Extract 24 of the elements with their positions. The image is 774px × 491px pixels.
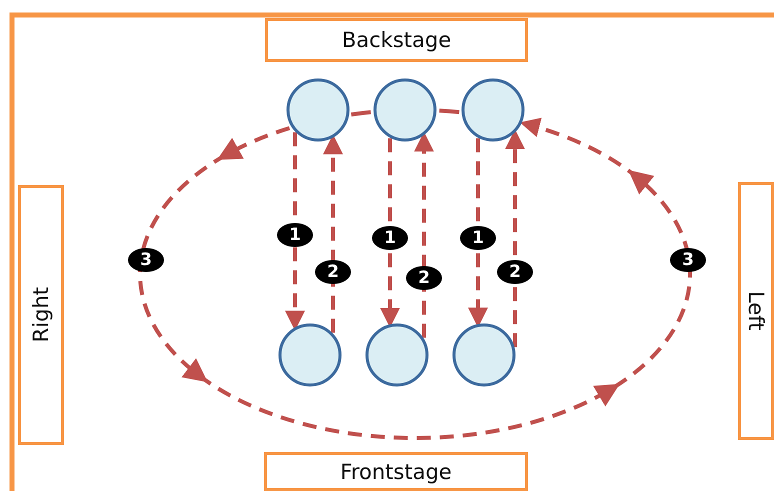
arrow [505, 129, 525, 348]
stage-area-box: Left [738, 182, 774, 440]
step-number-badge: 1 [372, 226, 408, 250]
arrow [414, 132, 434, 338]
seat-circle [278, 323, 342, 387]
step-number-badge: 2 [315, 260, 351, 284]
seat-circle [373, 78, 437, 142]
step-number-badge: 3 [670, 248, 706, 272]
stage-area-box: Frontstage [264, 452, 528, 491]
arrow [323, 134, 343, 333]
stage-area-box: Backstage [265, 18, 528, 62]
seat-circle [461, 78, 525, 142]
seat-circle [286, 78, 350, 142]
step-number-badge: 3 [128, 248, 164, 272]
step-number-badge: 1 [460, 226, 496, 250]
arrow [138, 118, 692, 440]
stage-area-box: Right [18, 185, 64, 445]
seat-circle [452, 323, 516, 387]
step-number-badge: 2 [406, 266, 442, 290]
connector-line [439, 108, 460, 114]
step-number-badge: 2 [497, 260, 533, 284]
seat-circle [365, 323, 429, 387]
connector-line [350, 110, 372, 116]
step-number-badge: 1 [277, 223, 313, 247]
